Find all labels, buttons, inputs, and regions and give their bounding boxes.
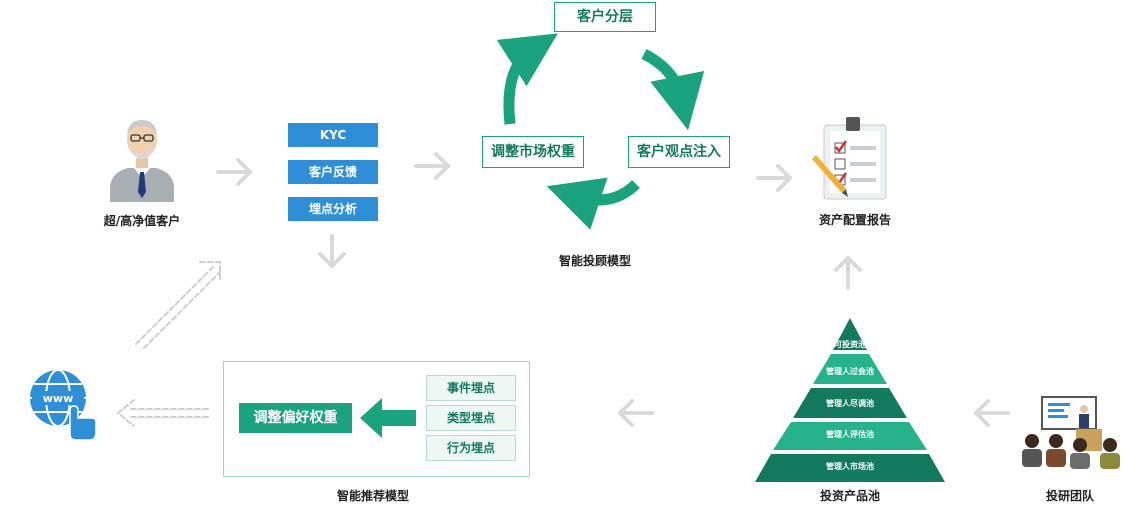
clipboard-icon — [812, 117, 887, 200]
arrow-market-to-segment — [496, 33, 558, 125]
report-label: 资产配置报告 — [818, 213, 891, 227]
report-icon — [808, 113, 888, 201]
tag-behavior: 行为埋点 — [426, 435, 516, 461]
arrow-model-to-report — [756, 164, 792, 192]
dashed-arrow-web-to-client — [135, 261, 221, 349]
research-team-label: 投研团队 — [1045, 489, 1094, 503]
dashed-arrow-recommend-to-web — [116, 399, 209, 427]
arrow-team-to-pool — [974, 399, 1010, 427]
recommend-model-label: 智能推荐模型 — [336, 489, 409, 503]
globe-www-icon: www — [30, 369, 97, 441]
arrow-steps-down — [318, 234, 346, 268]
presentation-icon — [1022, 396, 1120, 469]
arrow-segment-to-view — [641, 49, 705, 131]
step-tracking-analysis: 埋点分析 — [288, 197, 378, 221]
product-pyramid — [755, 318, 945, 482]
client-label: 超/高净值客户 — [103, 214, 181, 228]
segmentation-box: 客户分层 — [554, 2, 656, 32]
step-kyc: KYC — [288, 123, 378, 147]
advisor-model-label: 智能投顾模型 — [558, 254, 631, 268]
www-text: www — [43, 392, 74, 405]
client-view-box: 客户观点注入 — [628, 136, 730, 168]
tag-event: 事件埋点 — [426, 375, 516, 401]
web-icon: www — [26, 366, 98, 442]
market-weight-box: 调整市场权重 — [482, 136, 584, 168]
step-client-feedback: 客户反馈 — [288, 160, 378, 184]
research-team-icon — [1018, 393, 1124, 475]
pool-level-3: 管理人尽调池 — [826, 399, 874, 408]
product-pool-label: 投资产品池 — [819, 489, 880, 503]
person-icon — [110, 120, 174, 202]
adjust-preference-box: 调整偏好权重 — [239, 403, 352, 433]
arrow-view-to-market — [546, 177, 640, 230]
client-avatar — [106, 112, 178, 202]
pool-level-5: 管理人市场池 — [826, 462, 874, 471]
arrow-pool-to-report — [834, 256, 862, 290]
pool-level-1: 可投资池 — [834, 340, 866, 349]
pool-level-2: 管理人过会池 — [826, 367, 874, 376]
arrow-client-to-steps — [216, 158, 252, 186]
arrow-pool-to-recommend — [618, 399, 654, 427]
tag-type: 类型埋点 — [426, 405, 516, 431]
green-left-arrow — [360, 398, 416, 438]
arrow-steps-to-model — [414, 152, 450, 180]
pool-level-4: 管理人评估池 — [826, 430, 874, 439]
